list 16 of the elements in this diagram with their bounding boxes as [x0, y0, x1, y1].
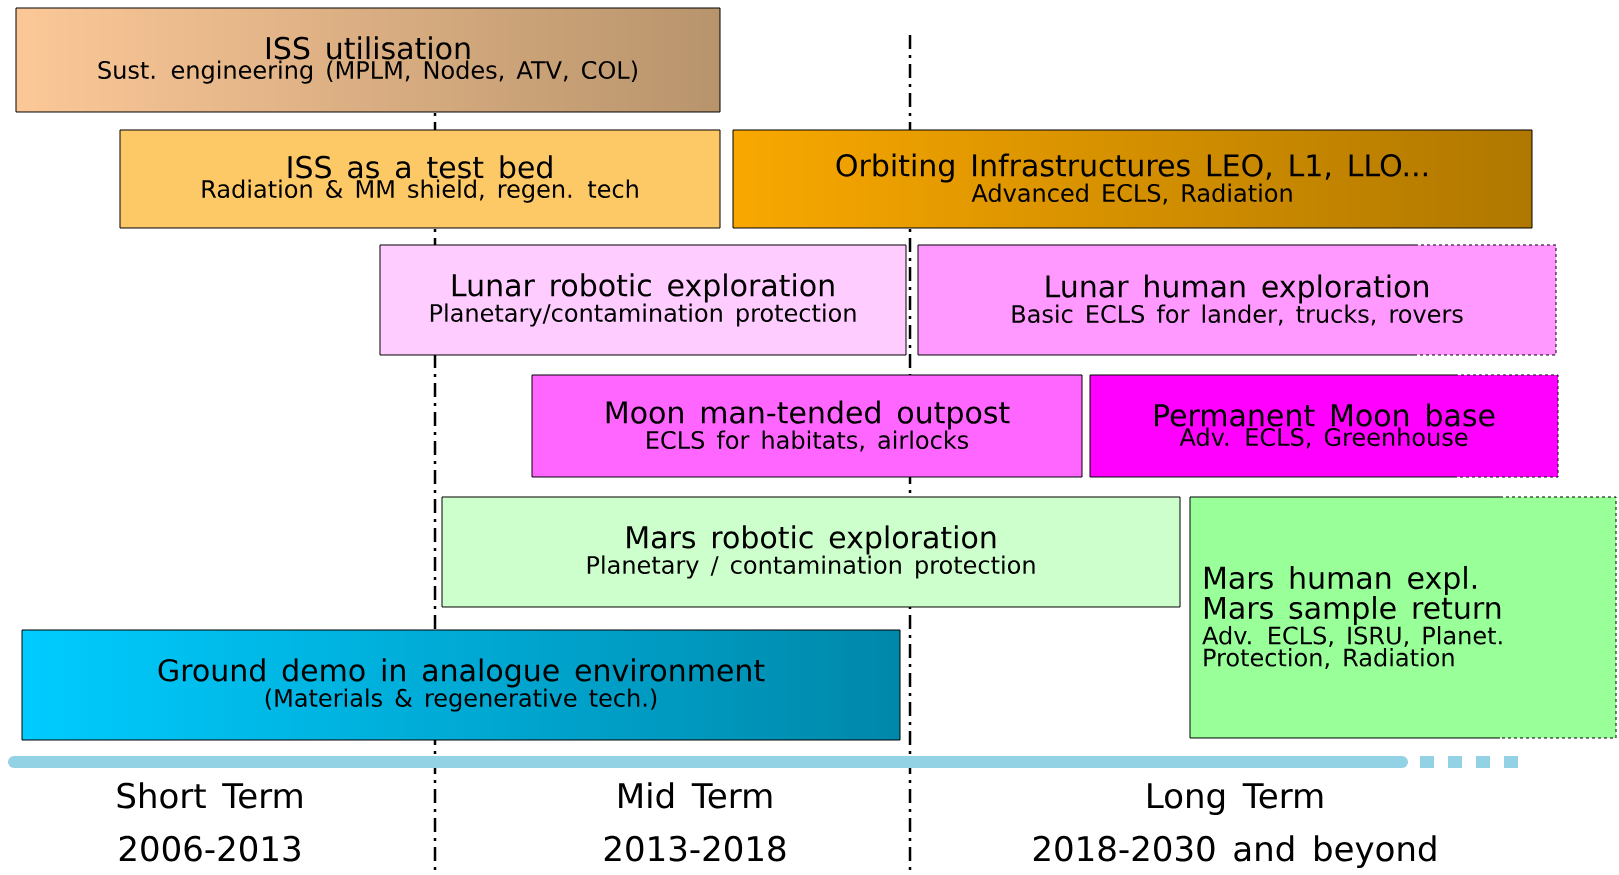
- phase-box: Ground demo in analogue environment (Materials & regenerative tech.): [21, 629, 901, 741]
- phase-box: Moon man-tended outpost ECLS for habitats, airlocks: [531, 374, 1083, 478]
- phase-box: Lunar human exploration Basic ECLS for lander, trucks, rovers: [917, 244, 1557, 356]
- phase-box: Lunar robotic exploration Planetary/contamination protection: [379, 244, 907, 356]
- phase-box: ISS utilisation Sust. engineering (MPLM, Nodes, ATV, COL): [15, 7, 721, 113]
- phase-box: Orbiting Infrastructures LEO, L1, LLO... Advanced ECLS, Radiation: [732, 129, 1533, 229]
- period-label: 2013-2018: [604, 835, 786, 862]
- period-label: Short Term: [117, 782, 302, 809]
- phase-box: ISS as a test bed Radiation & MM shield, regen. tech: [119, 129, 721, 229]
- phase-box: Mars robotic exploration Planetary / contamination protection: [441, 496, 1181, 608]
- phase-box: Permanent Moon base Adv. ECLS, Greenhouse: [1089, 374, 1559, 478]
- phase-box: Mars human expl. Mars sample return Adv. ECLS, ISRU, Planet. Protection, Radiation: [1189, 496, 1617, 739]
- period-label: Mid Term: [619, 782, 772, 809]
- period-label: 2018-2030 and beyond: [1033, 835, 1436, 869]
- period-label: Long Term: [1148, 783, 1323, 816]
- period-label: 2006-2013: [119, 835, 300, 862]
